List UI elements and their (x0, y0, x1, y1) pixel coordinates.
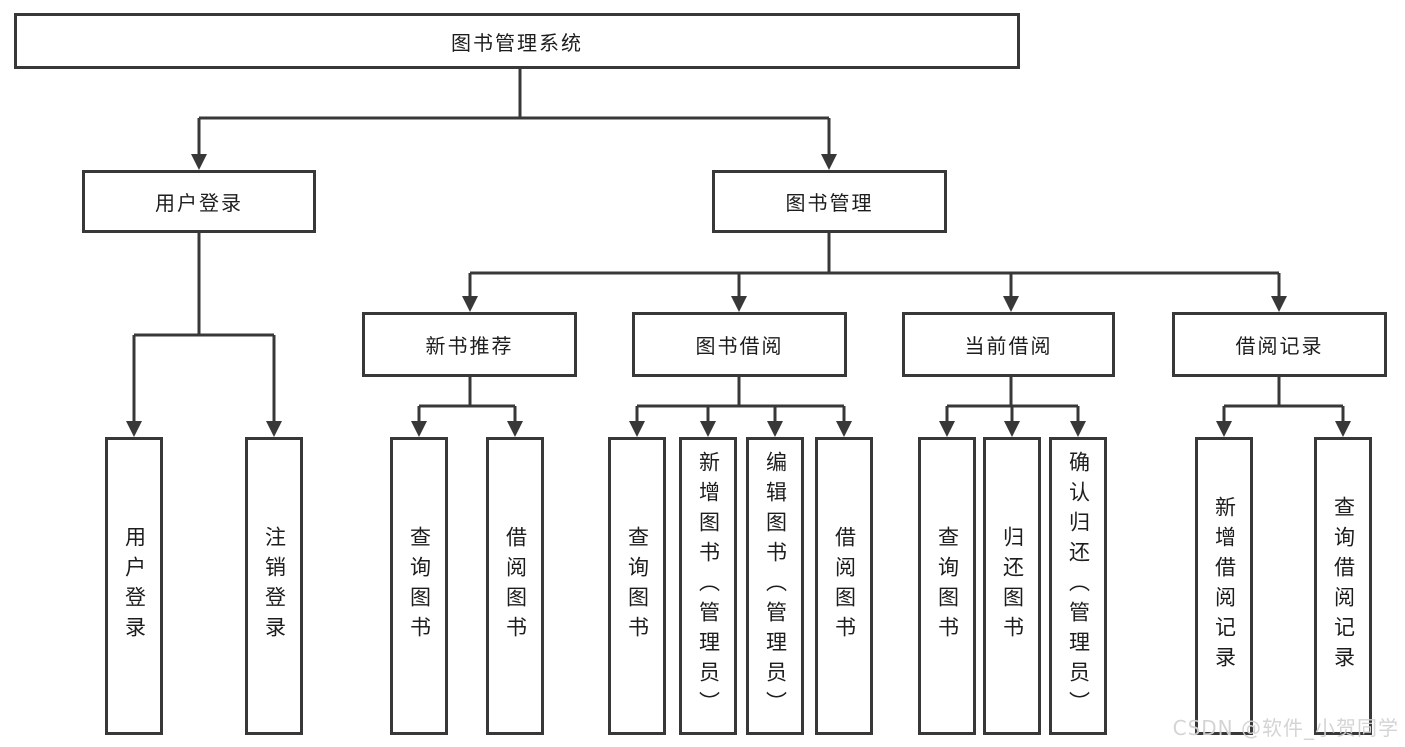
leaf-label: 借阅图书 (832, 526, 857, 646)
leaf-add-borrow-record: 新增借阅记录 (1195, 437, 1253, 735)
leaf-query-books-current: 查询图书 (918, 437, 976, 735)
leaf-query-borrow-record: 查询借阅记录 (1314, 437, 1372, 735)
leaf-add-books-admin: 新增图书（管理员） (679, 437, 737, 735)
node-book-borrowing: 图书借阅 (632, 312, 847, 377)
node-current-borrowing: 当前借阅 (902, 312, 1115, 377)
node-label: 借阅记录 (1235, 334, 1324, 358)
leaf-label: 查询图书 (625, 526, 650, 646)
node-label: 图书管理系统 (451, 30, 583, 55)
leaf-confirm-return-admin: 确认归还（管理员） (1049, 437, 1107, 735)
node-label: 新书推荐 (425, 334, 514, 358)
leaf-logout: 注销登录 (245, 437, 303, 735)
leaf-borrow-books-recommend: 借阅图书 (486, 437, 544, 735)
leaf-label: 确认归还（管理员） (1066, 451, 1091, 721)
leaf-label: 用户登录 (122, 526, 147, 646)
leaf-user-login: 用户登录 (105, 437, 163, 735)
node-borrowing-records: 借阅记录 (1172, 312, 1387, 377)
leaf-label: 编辑图书（管理员） (763, 451, 788, 721)
leaf-query-books-recommend: 查询图书 (390, 437, 448, 735)
leaf-label: 新增图书（管理员） (696, 451, 721, 721)
leaf-label: 查询图书 (407, 526, 432, 646)
leaf-label: 归还图书 (1000, 526, 1025, 646)
leaf-query-books-borrow: 查询图书 (608, 437, 666, 735)
leaf-edit-books-admin: 编辑图书（管理员） (746, 437, 804, 735)
leaf-label: 借阅图书 (503, 526, 528, 646)
node-user-login: 用户登录 (82, 170, 316, 233)
node-book-management: 图书管理 (712, 170, 947, 233)
node-label: 图书管理 (785, 191, 874, 215)
leaf-label: 新增借阅记录 (1212, 496, 1237, 676)
leaf-return-books: 归还图书 (983, 437, 1041, 735)
leaf-label: 注销登录 (262, 526, 287, 646)
leaf-label: 查询借阅记录 (1331, 496, 1356, 676)
leaf-label: 查询图书 (935, 526, 960, 646)
leaf-borrow-books: 借阅图书 (815, 437, 873, 735)
node-label: 用户登录 (155, 191, 243, 215)
node-label: 图书借阅 (695, 334, 784, 358)
node-library-management-system: 图书管理系统 (14, 13, 1020, 69)
node-new-book-recommend: 新书推荐 (362, 312, 577, 377)
node-label: 当前借阅 (964, 334, 1053, 358)
csdn-watermark: CSDN @软件_小贺同学 (1172, 716, 1399, 740)
